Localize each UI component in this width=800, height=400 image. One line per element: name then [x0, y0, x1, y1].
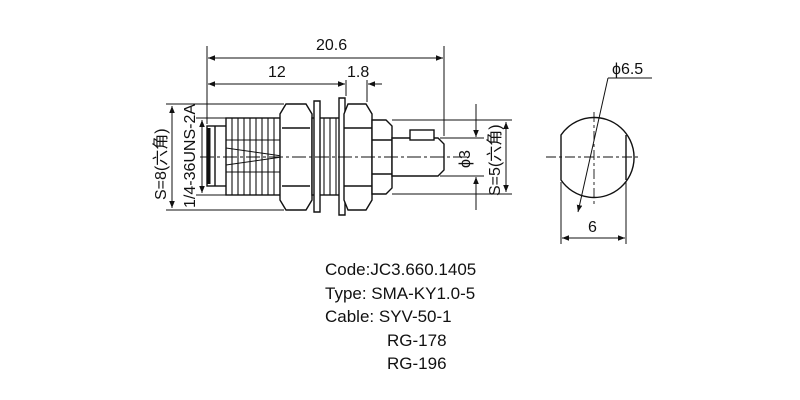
- label-end-diameter: ϕ6.5: [612, 61, 643, 78]
- rear-hex-body: [371, 119, 393, 195]
- label-overall-length: 20.6: [316, 37, 347, 54]
- connector-side-view: [206, 97, 445, 216]
- dim-end-diameter-leader: [576, 77, 609, 213]
- dimensions: [166, 46, 512, 211]
- label-hex-right: S=5(六角): [486, 124, 504, 196]
- spec-block: Code:JC3.660.1405 Type: SMA-KY1.0-5 Cabl…: [325, 258, 476, 376]
- end-view-profile: [560, 116, 635, 199]
- label-hex-left: S=8(六角): [152, 128, 170, 200]
- lock-washer-left: [313, 100, 321, 213]
- label-flange-thickness: 1.8: [347, 64, 369, 81]
- spec-cable-alt1: RG-178: [387, 330, 447, 350]
- label-pin-diameter: ϕ3: [457, 150, 474, 168]
- end-view: [546, 77, 652, 244]
- spec-cable-alt2: RG-196: [387, 354, 447, 373]
- spec-code: Code:JC3.660.1405: [325, 260, 477, 279]
- spec-type: Type: SMA-KY1.0-5: [325, 283, 476, 303]
- label-thread: 1/4-36UNS-2A: [182, 104, 199, 208]
- label-end-width: 6: [588, 219, 597, 236]
- label-body-length: 12: [268, 64, 286, 81]
- spec-cable: Cable: SYV-50-1: [325, 307, 452, 326]
